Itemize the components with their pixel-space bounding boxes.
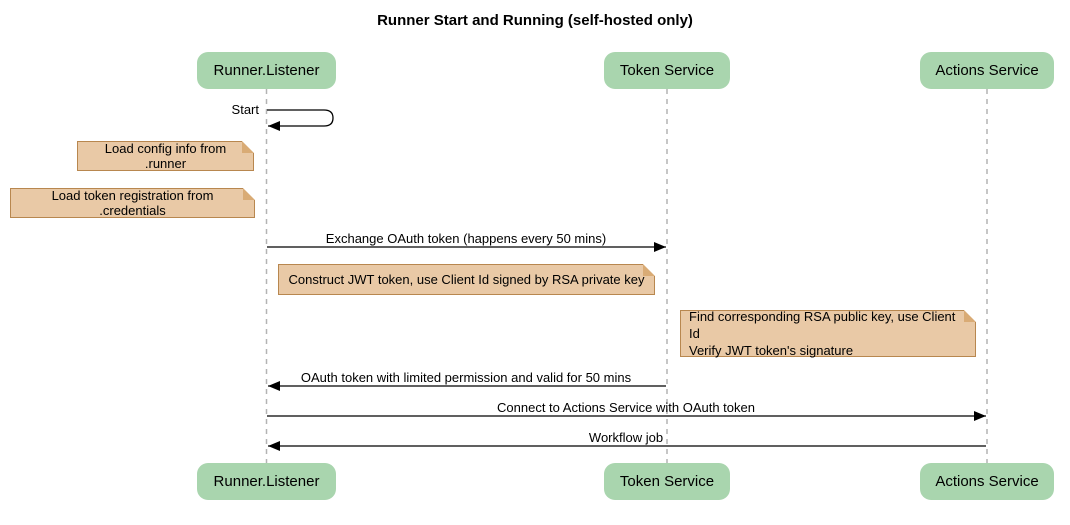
diagram-title: Runner Start and Running (self-hosted on… — [377, 12, 693, 29]
participant-runner-listener-top: Runner.Listener — [197, 52, 336, 89]
participant-label: Runner.Listener — [213, 473, 320, 490]
message-label-oauth-token-return: OAuth token with limited permission and … — [300, 370, 632, 385]
participant-label: Runner.Listener — [213, 62, 320, 79]
participant-token-service-bottom: Token Service — [604, 463, 730, 500]
self-message-arrow-start — [267, 109, 334, 131]
note-verify-jwt: Find corresponding RSA public key, use C… — [680, 309, 976, 358]
note-load-config: Load config info from .runner — [77, 141, 254, 171]
note-construct-jwt: Construct JWT token, use Client Id signe… — [278, 264, 655, 295]
message-label-workflow-job: Workflow job — [588, 430, 664, 445]
note-text: Construct JWT token, use Client Id signe… — [288, 272, 645, 287]
participant-token-service-top: Token Service — [604, 52, 730, 89]
message-label-exchange-oauth-token: Exchange OAuth token (happens every 50 m… — [325, 231, 607, 246]
message-label-start: Start — [231, 102, 259, 117]
message-label-connect-actions-service: Connect to Actions Service with OAuth to… — [497, 400, 755, 415]
participant-actions-service-top: Actions Service — [920, 52, 1054, 89]
participant-label: Actions Service — [935, 473, 1039, 490]
participant-label: Token Service — [619, 473, 715, 490]
participant-actions-service-bottom: Actions Service — [920, 463, 1054, 500]
note-load-token-registration: Load token registration from .credential… — [10, 188, 255, 218]
participant-label: Actions Service — [935, 62, 1039, 79]
note-text: Load token registration from .credential… — [51, 188, 214, 218]
note-text: Find corresponding RSA public key, use C… — [689, 309, 956, 358]
note-text: Load config info from .runner — [104, 141, 227, 171]
participant-runner-listener-bottom: Runner.Listener — [197, 463, 336, 500]
participant-label: Token Service — [619, 62, 715, 79]
